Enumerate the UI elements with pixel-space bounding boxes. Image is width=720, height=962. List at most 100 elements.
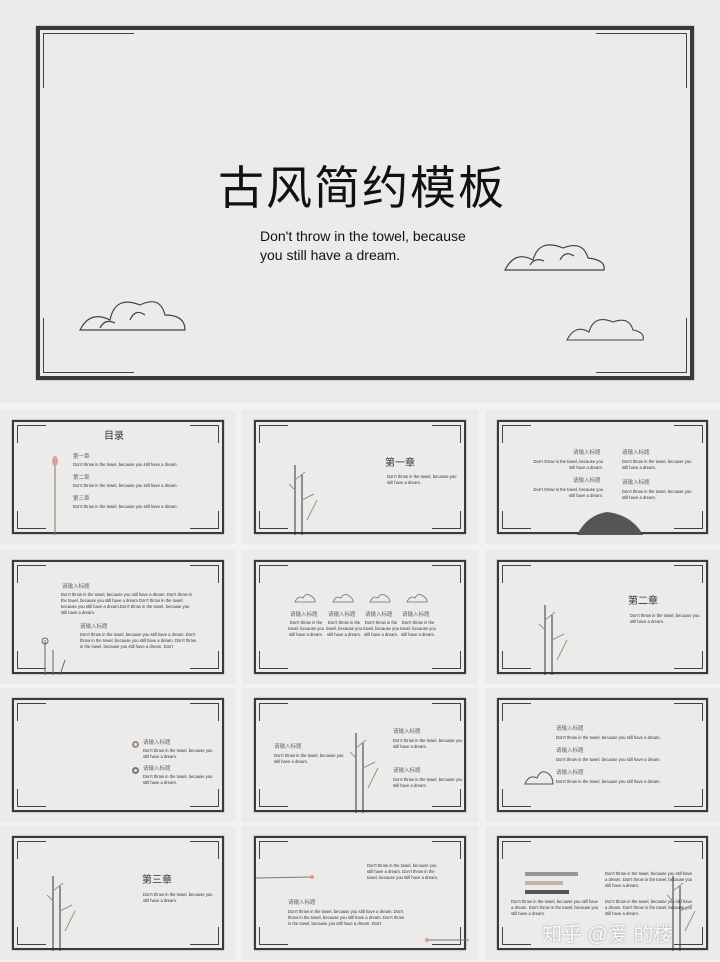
- thumb-bamboo-center[interactable]: 请输入标题 Don't throw in the towel, because …: [242, 688, 478, 822]
- block-text: Don't throw in the towel, because you st…: [622, 459, 692, 470]
- block-text: Don't throw in the towel, because you st…: [80, 632, 197, 649]
- contents-item-text: Don't throw in the towel, because you st…: [73, 504, 178, 509]
- thumb-four-blocks[interactable]: 请输入标题 Don't throw in the towel, because …: [485, 410, 720, 544]
- frame-corner-ornament: [17, 425, 47, 443]
- frame-corner-ornament: [259, 841, 289, 859]
- chapter-title: 第三章: [142, 875, 172, 886]
- frame-corner-ornament: [674, 425, 703, 443]
- slide-frame: [12, 420, 224, 534]
- main-subtitle-line2: you still have a dream.: [260, 247, 401, 263]
- frame-corner-ornament: [189, 789, 219, 807]
- frame-corner-ornament: [17, 511, 47, 529]
- contents-item-text: Don't throw in the towel, because you st…: [73, 462, 178, 467]
- main-title: 古风简约模板: [218, 161, 506, 215]
- block-text: Don't throw in the towel, because you st…: [143, 748, 213, 759]
- frame-corner-ornament: [674, 651, 703, 669]
- chapter-text: Don't throw in the towel, because you st…: [630, 613, 700, 624]
- frame-corner-ornament: [189, 703, 219, 721]
- thumb-three-rows[interactable]: 请输入标题 Don't throw in the towel, because …: [485, 688, 720, 822]
- block-text: Don't throw in the towel, because you st…: [533, 487, 603, 498]
- column-text: Don't throw in the towel, because you st…: [400, 620, 436, 637]
- bamboo-icon: [288, 465, 318, 535]
- thumb-chapter-1[interactable]: 第一章 Don't throw in the towel, because yo…: [242, 410, 478, 544]
- block-heading: 请输入标题: [556, 726, 584, 732]
- frame-corner-ornament: [431, 651, 461, 669]
- frame-corner-ornament: [502, 651, 531, 669]
- thumb-four-columns[interactable]: 请输入标题 Don't throw in the towel, because …: [242, 550, 478, 684]
- block-heading: 请输入标题: [274, 744, 302, 750]
- main-subtitle-line1: Don't throw in the towel, because: [260, 228, 466, 244]
- cloud-icon: [406, 593, 428, 603]
- frame-corner-ornament: [431, 789, 461, 807]
- block-text: Don't throw in the towel, because you st…: [143, 774, 213, 785]
- frame-corner-ornament: [596, 317, 687, 373]
- frame-corner-ornament: [17, 927, 47, 945]
- thumb-chapter-3[interactable]: 第三章 Don't throw in the towel, because yo…: [0, 826, 236, 960]
- block-heading: 请输入标题: [62, 584, 90, 590]
- thumb-bars[interactable]: Don't throw in the towel, because you st…: [485, 826, 720, 960]
- cloud-icon: [524, 771, 554, 785]
- main-slide[interactable]: 古风简约模板 Don't throw in the towel, because…: [0, 0, 720, 403]
- frame-corner-ornament: [189, 425, 219, 443]
- frame-corner-ornament: [17, 841, 47, 859]
- cloud-icon: [504, 244, 605, 271]
- top-text: Don't throw in the towel, because you st…: [367, 863, 438, 880]
- thumb-contents[interactable]: 目录 第一章 Don't throw in the towel, because…: [0, 410, 236, 544]
- column-heading: 请输入标题: [365, 612, 393, 618]
- thumb-two-paragraphs[interactable]: 请输入标题 Don't throw in the towel, because …: [0, 550, 236, 684]
- slide-frame: [254, 836, 466, 950]
- thumb-branches[interactable]: Don't throw in the towel, because you st…: [242, 826, 478, 960]
- chapter-title: 第二章: [628, 596, 658, 607]
- frame-corner-ornament: [17, 565, 47, 583]
- thumb-chapter-2[interactable]: 第二章 Don't throw in the towel, because yo…: [485, 550, 720, 684]
- contents-item-text: Don't throw in the towel, because you st…: [73, 483, 178, 488]
- block-heading: 请输入标题: [622, 480, 650, 486]
- block-text: Don't throw in the towel, because you st…: [61, 592, 193, 615]
- block-heading: 请输入标题: [393, 768, 421, 774]
- frame-corner-ornament: [259, 927, 289, 945]
- frame-corner-ornament: [259, 703, 289, 721]
- bar-1: [525, 872, 578, 876]
- cloud-icon: [566, 319, 644, 341]
- bottom-right-text: Don't throw in the towel, because you st…: [605, 899, 693, 916]
- mountain-icon: [577, 512, 643, 535]
- frame-corner-ornament: [502, 841, 531, 859]
- block-heading: 请输入标题: [556, 770, 584, 776]
- frame-corner-ornament: [502, 511, 531, 529]
- bamboo-icon: [349, 733, 379, 813]
- bamboo-icon: [538, 605, 568, 675]
- block-heading: 请输入标题: [143, 740, 171, 746]
- frame-corner-ornament: [259, 651, 289, 669]
- bullet-circle: [132, 741, 139, 748]
- cloud-icon: [332, 593, 354, 603]
- thumb-bullets[interactable]: 请输入标题 Don't throw in the towel, because …: [0, 688, 236, 822]
- column-heading: 请输入标题: [328, 612, 356, 618]
- bar-2: [525, 881, 563, 885]
- frame-corner-ornament: [189, 651, 219, 669]
- slide-frame: [254, 698, 466, 812]
- contents-item-label: 第二章: [73, 475, 90, 481]
- branch-icon: [425, 938, 469, 942]
- column-heading: 请输入标题: [290, 612, 318, 618]
- frame-corner-ornament: [431, 703, 461, 721]
- flower-icon: [41, 637, 66, 676]
- block-text: Don't throw in the towel, because you st…: [556, 757, 661, 762]
- frame-corner-ornament: [502, 789, 531, 807]
- block-heading: 请输入标题: [288, 900, 316, 906]
- frame-corner-ornament: [674, 703, 703, 721]
- lotus-bud-icon: [52, 456, 58, 535]
- chapter-text: Don't throw in the towel, because you st…: [387, 474, 457, 485]
- block-text: Don't throw in the towel, because you st…: [556, 779, 661, 784]
- frame-corner-ornament: [674, 511, 703, 529]
- frame-corner-ornament: [502, 425, 531, 443]
- cloud-icon: [369, 593, 391, 603]
- block-heading: 请输入标题: [573, 450, 601, 456]
- slide-frame: [12, 560, 224, 674]
- column-text: Don't throw in the towel, because you st…: [288, 620, 324, 637]
- frame-corner-ornament: [431, 511, 461, 529]
- contents-item-label: 第一章: [73, 454, 90, 460]
- bullet-circle: [132, 767, 139, 774]
- frame-corner-ornament: [596, 33, 687, 89]
- frame-corner-ornament: [17, 789, 47, 807]
- slide-frame: [497, 698, 708, 812]
